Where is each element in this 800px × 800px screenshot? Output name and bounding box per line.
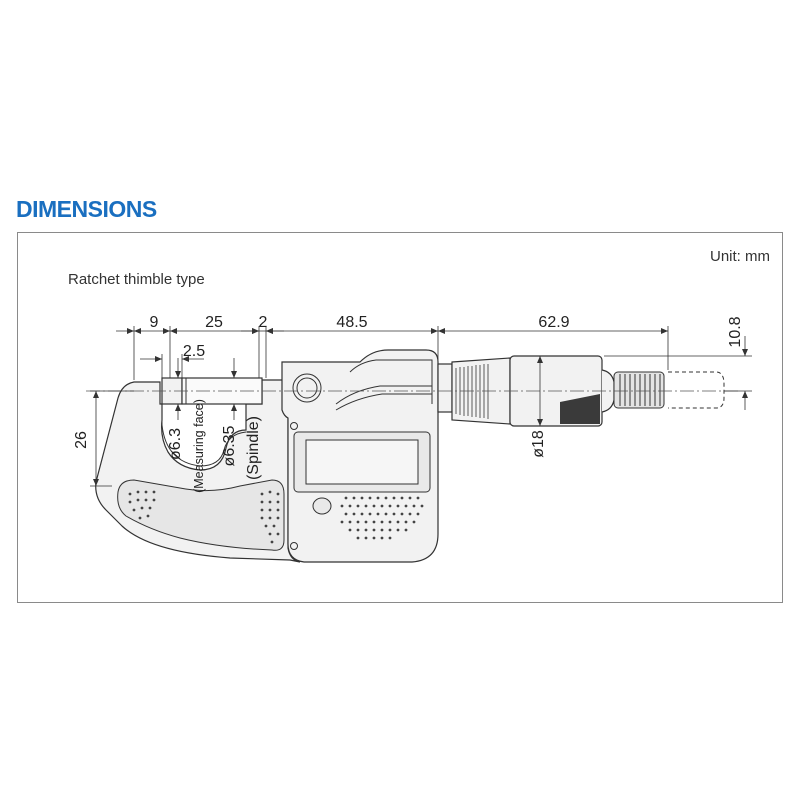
dim-phi-6-35: ø6.35: [221, 425, 238, 466]
dim-9: 9: [150, 314, 159, 331]
dim-26: 26: [73, 431, 90, 449]
measuring-face-label: (Measuring face): [192, 399, 206, 493]
dim-62-9: 62.9: [538, 314, 569, 331]
ratchet: [613, 371, 665, 409]
dimension-panel: [17, 232, 783, 603]
dim-10-8: 10.8: [727, 316, 744, 347]
dim-phi-18: ø18: [530, 430, 547, 458]
display-button: [312, 497, 332, 515]
dim-phi-6-3: ø6.3: [167, 428, 184, 460]
section-heading: DIMENSIONS: [16, 196, 157, 222]
head-grip-pad: [340, 496, 424, 540]
unit-label: Unit: mm: [710, 248, 770, 265]
variant-label: Ratchet thimble type: [68, 271, 205, 288]
dim-2: 2: [259, 314, 268, 331]
ratchet-travel-outline: [668, 371, 725, 409]
dim-25: 25: [205, 314, 223, 331]
dim-2-5: 2.5: [183, 343, 205, 360]
dimension-lines: [90, 326, 752, 487]
dim-48-5: 48.5: [336, 314, 367, 331]
frame-grip-pad: [117, 479, 285, 551]
spindle-label: (Spindle): [245, 416, 262, 480]
